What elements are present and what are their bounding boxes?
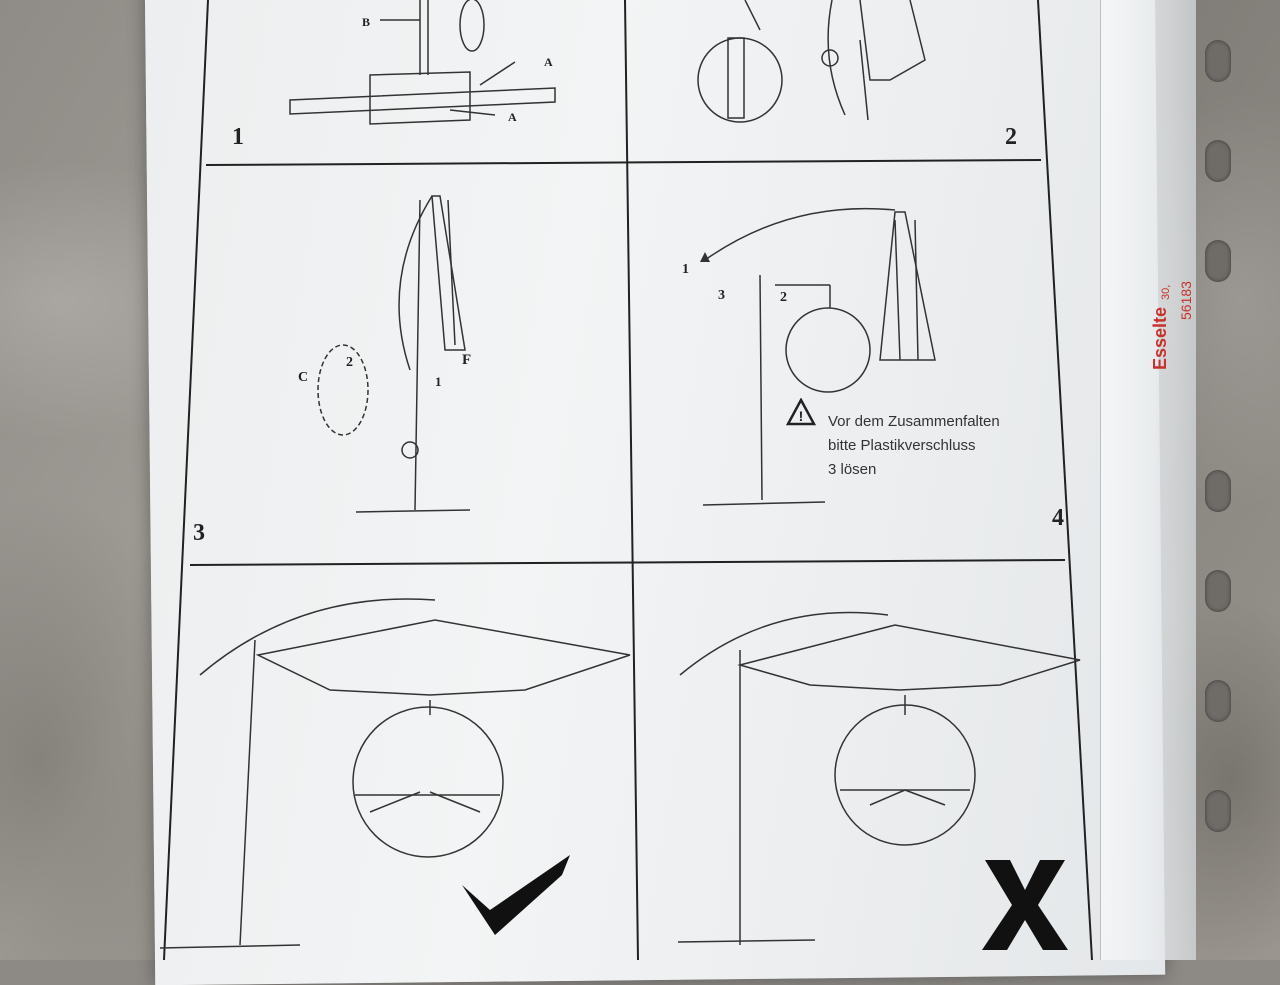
label-2-panel4: 2 bbox=[780, 290, 787, 305]
punch-hole bbox=[1205, 570, 1231, 612]
grid-line-left bbox=[163, 0, 209, 960]
panel-number-3: 3 bbox=[193, 520, 205, 546]
sleeve-spec: 30, bbox=[1160, 284, 1172, 300]
label-a-bottom: A bbox=[508, 110, 517, 124]
punch-hole bbox=[1205, 680, 1231, 722]
panel1-base-illustration bbox=[289, 0, 556, 125]
plastic-sleeve bbox=[1100, 0, 1196, 960]
punch-hole bbox=[1205, 40, 1231, 82]
warning-line-2: bitte Plastikverschluss bbox=[828, 437, 976, 454]
checkmark-icon bbox=[462, 855, 570, 935]
sleeve-brand: Esselte bbox=[1150, 306, 1170, 370]
label-1-panel4: 1 bbox=[682, 262, 689, 277]
label-1-panel3: 1 bbox=[435, 374, 442, 389]
instruction-diagram bbox=[159, 0, 1093, 960]
panel-number-1: 1 bbox=[232, 124, 244, 150]
panel4-illustration bbox=[702, 207, 936, 506]
sleeve-code: 56183 bbox=[1178, 281, 1194, 320]
grid-line-right bbox=[1037, 0, 1093, 960]
panel-number-4: 4 bbox=[1052, 505, 1064, 531]
label-3-panel4: 3 bbox=[718, 288, 725, 303]
svg-text:!: ! bbox=[799, 408, 804, 424]
panel3-illustration bbox=[317, 195, 471, 513]
label-a-top: A bbox=[544, 55, 553, 69]
grid-line-row2 bbox=[189, 559, 1066, 566]
punch-hole bbox=[1205, 140, 1231, 182]
warning-icon: ! bbox=[785, 397, 817, 431]
panel5-illustration bbox=[159, 598, 631, 949]
warning-text: Vor dem Zusammenfalten bitte Plastikvers… bbox=[828, 410, 1000, 482]
punch-hole bbox=[1205, 790, 1231, 832]
warning-line-3: 3 lösen bbox=[828, 461, 877, 478]
panel2-illustration bbox=[697, 0, 926, 123]
punch-hole bbox=[1205, 470, 1231, 512]
panel-number-2: 2 bbox=[1005, 124, 1017, 150]
label-2-panel3: 2 bbox=[346, 355, 353, 370]
grid-line-middle bbox=[624, 0, 639, 960]
label-c: C bbox=[298, 370, 309, 385]
panel6-illustration bbox=[677, 611, 1081, 945]
warning-line-1: Vor dem Zusammenfalten bbox=[828, 413, 1000, 430]
arrow-up-icon bbox=[700, 252, 710, 262]
cross-icon bbox=[982, 860, 1068, 950]
label-f: F bbox=[462, 352, 472, 368]
grid-line-row1 bbox=[205, 159, 1042, 166]
punch-hole bbox=[1205, 240, 1231, 282]
label-b: B bbox=[362, 15, 371, 29]
